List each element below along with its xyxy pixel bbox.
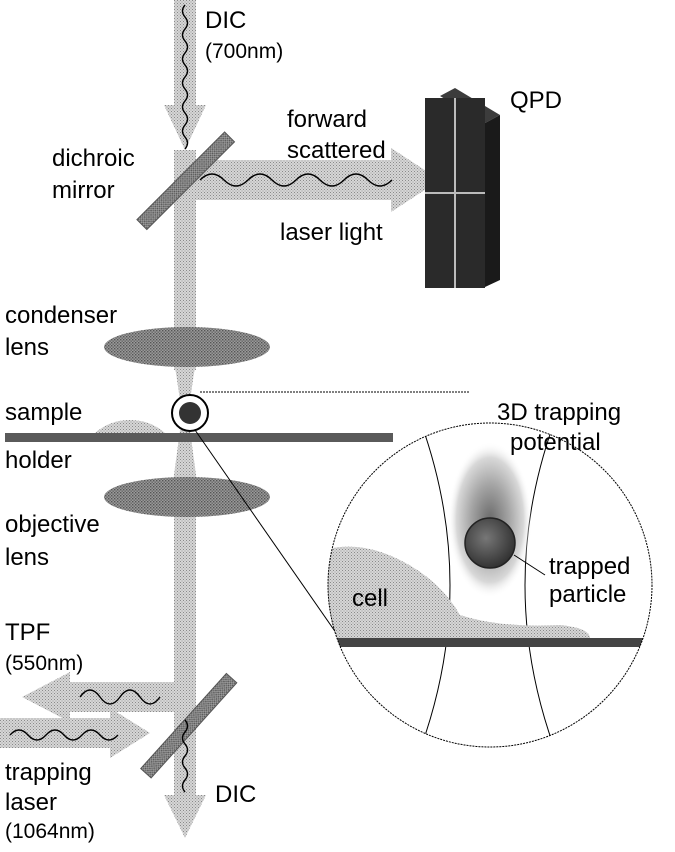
objective-lens-line1: objective — [5, 511, 100, 538]
zoom-line-bottom — [194, 429, 349, 651]
potential-line1: 3D trapping — [497, 399, 621, 426]
beam-objective-to-bottom — [174, 505, 196, 805]
trapping-laser-beam — [0, 708, 150, 758]
cell-body — [328, 546, 590, 638]
condenser-lens-line1: condenser — [5, 302, 117, 329]
qpd-detector — [425, 88, 500, 288]
beam-to-qpd — [196, 160, 391, 200]
dic-bottom-wave — [181, 719, 189, 793]
trapping-laser-line2: laser — [5, 789, 57, 816]
forward-scattered-line2: scattered — [287, 137, 386, 164]
tpf-wavelength: (550nm) — [5, 652, 83, 675]
tpf-label: TPF — [5, 619, 50, 646]
zoom-inset — [327, 422, 653, 748]
objective-lens — [104, 477, 270, 517]
beam-mirror-to-condenser — [174, 150, 196, 370]
dic-bottom-label: DIC — [215, 781, 256, 808]
sample-holder-slide — [5, 433, 393, 442]
qpd-label: QPD — [510, 87, 562, 114]
condenser-lens — [104, 327, 270, 367]
beam-to-qpd-arrowhead — [391, 148, 440, 212]
trapped-particle-small — [179, 402, 201, 424]
trapped-particle-large — [464, 517, 516, 569]
dic-top-wave — [181, 4, 189, 150]
beam-waist-right — [524, 423, 556, 747]
objective-lens-line2: lens — [5, 544, 49, 571]
particle-line1: trapped — [549, 553, 630, 580]
sample-holder-line2: holder — [5, 447, 72, 474]
beam-waist-left — [419, 423, 451, 747]
labels: DIC (700nm) QPD forward scattered laser … — [5, 7, 630, 843]
particle-pointer — [513, 554, 546, 576]
dic-top-label: DIC — [205, 7, 246, 34]
dichroic-mirror-bottom — [140, 672, 238, 779]
trapping-laser-wavelength: (1064nm) — [5, 820, 95, 843]
dichroic-mirror-line1: dichroic — [52, 145, 135, 172]
cell-label: cell — [352, 585, 388, 612]
dic-input-arrowhead — [164, 105, 206, 150]
condenser-lens-line2: lens — [5, 334, 49, 361]
dic-top-wavelength: (700nm) — [205, 40, 283, 63]
trapping-laser-line1: trapping — [5, 759, 92, 786]
zoom-holder-slide — [328, 638, 652, 647]
potential-line2: potential — [510, 429, 601, 456]
sample-holder-line1: sample — [5, 399, 82, 426]
tpf-wave — [79, 689, 161, 705]
dichroic-mirror-top — [136, 131, 236, 231]
wave-lines — [9, 4, 393, 793]
sample-cell-small — [95, 420, 165, 433]
dichroic-mirror-line2: mirror — [52, 177, 115, 204]
particle-line2: particle — [549, 581, 626, 608]
laser-light-label: laser light — [280, 219, 383, 246]
trapping-wave — [9, 729, 119, 741]
dic-output-arrowhead — [164, 795, 206, 838]
objective-cone — [172, 430, 198, 490]
forward-scattered-line1: forward — [287, 106, 367, 133]
forward-scatter-wave — [199, 173, 393, 187]
tpf-beam — [22, 672, 174, 722]
condenser-cone — [174, 360, 196, 400]
